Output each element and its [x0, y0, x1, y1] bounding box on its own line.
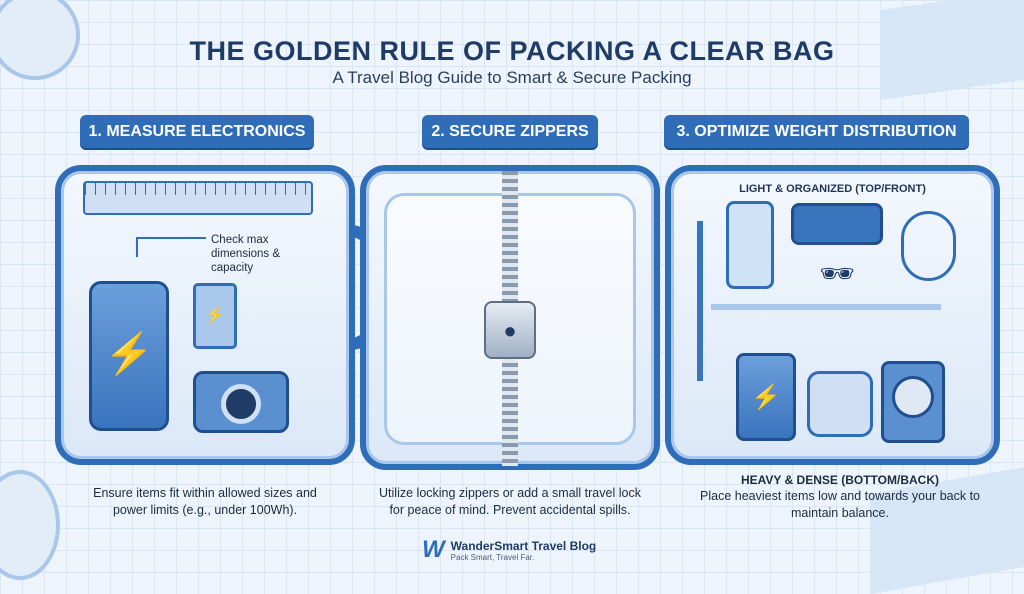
sunglasses-icon: 🕶 — [819, 258, 855, 289]
section-label-weight: 3. OPTIMIZE WEIGHT DISTRIBUTION — [664, 115, 969, 148]
measure-note: Check max dimensions & capacity — [211, 234, 281, 274]
section-label-zippers: 2. SECURE ZIPPERS — [422, 115, 598, 148]
vertical-arrow-icon — [697, 221, 703, 381]
compass-decoration — [0, 0, 80, 80]
bottom-label: HEAVY & DENSE (BOTTOM/BACK) — [740, 473, 939, 487]
hard-drive-icon — [881, 361, 945, 443]
power-bank-icon: ⚡ — [736, 353, 796, 441]
brand-logo-icon: W — [422, 536, 445, 563]
measure-caption: Ensure items fit within allowed sizes an… — [93, 486, 317, 517]
brand-tagline: Pack Smart, Travel Far. — [450, 552, 535, 562]
camera-icon — [193, 371, 289, 433]
panel-zippers: ● — [360, 165, 660, 470]
page-title: THE GOLDEN RULE OF PACKING A CLEAR BAG — [189, 36, 835, 66]
ruler-icon — [83, 181, 313, 215]
brand-name: WanderSmart Travel Blog — [450, 538, 597, 553]
section-label-measure: 1. MEASURE ELECTRONICS — [80, 115, 314, 148]
arrow-icon — [136, 237, 206, 257]
travel-adapter-icon — [807, 371, 873, 437]
panel-weight: LIGHT & ORGANIZED (TOP/FRONT) 🕶 ⚡ — [665, 165, 1000, 465]
compass-decoration — [0, 470, 60, 580]
zippers-caption: Utilize locking zippers or add a small t… — [379, 486, 641, 517]
weight-caption: Place heaviest items low and towards you… — [700, 489, 980, 520]
battery-icon: ⚡ — [193, 283, 237, 349]
power-bank-icon: ⚡ — [89, 281, 169, 431]
phone-icon — [726, 201, 774, 289]
flow-arrows-icon — [711, 304, 941, 310]
panel-measure: Check max dimensions & capacity ⚡ ⚡ — [55, 165, 355, 465]
glasses-case-icon — [791, 203, 883, 245]
padlock-icon: ● — [484, 301, 536, 359]
page-subtitle: A Travel Blog Guide to Smart & Secure Pa… — [332, 68, 692, 87]
top-label: LIGHT & ORGANIZED (TOP/FRONT) — [739, 183, 926, 195]
cable-icon — [901, 211, 956, 281]
footer-brand: W WanderSmart Travel Blog Pack Smart, Tr… — [422, 536, 596, 564]
